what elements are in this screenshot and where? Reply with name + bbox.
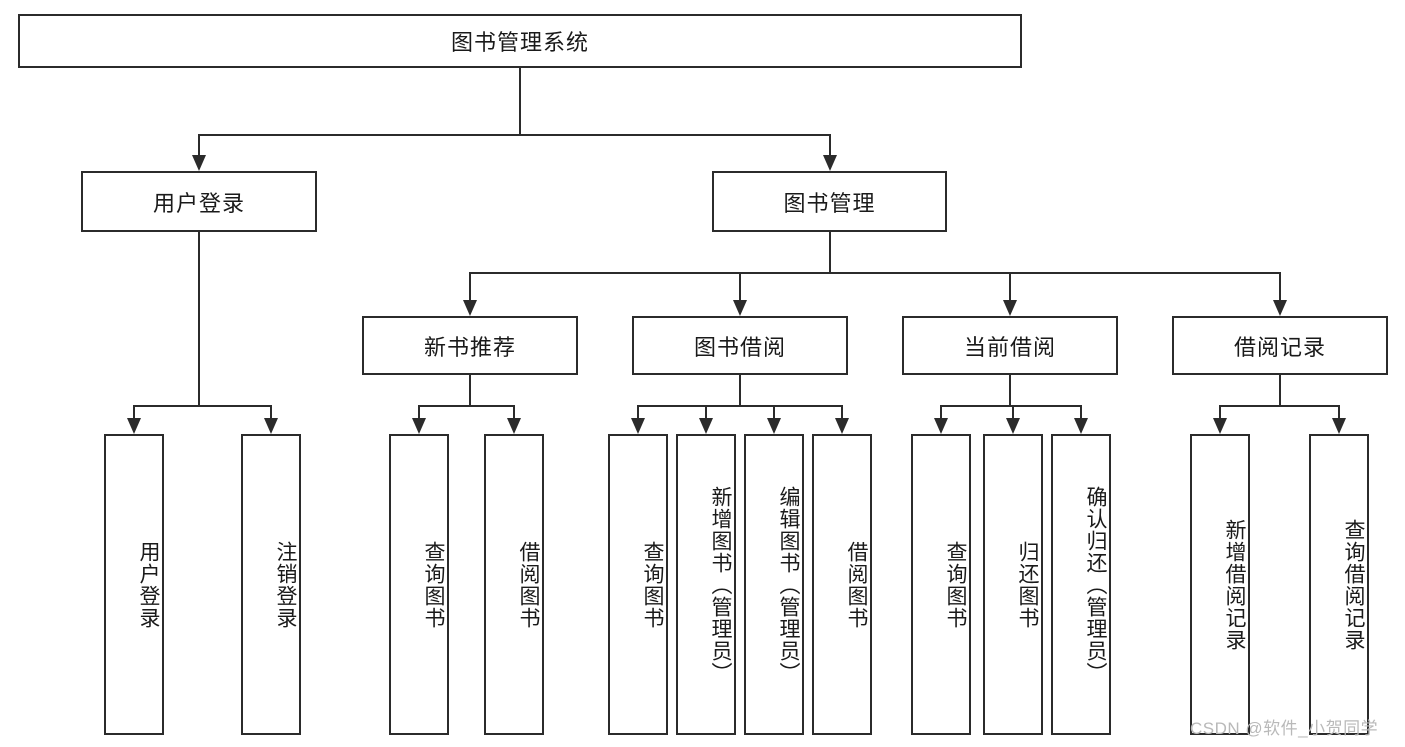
connector-line-horizontal — [1219, 405, 1340, 407]
arrowhead-icon — [1074, 418, 1088, 434]
arrowhead-icon — [507, 418, 521, 434]
node-label: 编辑图书（管理员） — [777, 485, 800, 684]
csdn-watermark: CSDN @软件_小贺同学 — [1190, 719, 1379, 738]
node-book-manage[interactable]: 图书管理 — [712, 171, 947, 232]
arrowhead-icon — [1273, 300, 1287, 316]
connector-line-horizontal — [418, 405, 515, 407]
node-label: 确认归还（管理员） — [1084, 485, 1107, 684]
node-leaf-add-record[interactable]: 新增借阅记录 — [1190, 434, 1250, 735]
node-label: 图书管理系统 — [450, 30, 589, 55]
node-label: 借阅记录 — [1233, 334, 1326, 360]
node-leaf-user-logout[interactable]: 注销登录 — [241, 434, 301, 735]
node-leaf-query-book-3[interactable]: 查询图书 — [911, 434, 971, 735]
arrowhead-icon — [934, 418, 948, 434]
connector-line-vertical — [198, 232, 200, 405]
connector-line-vertical — [270, 405, 272, 420]
connector-line-vertical — [940, 405, 942, 420]
arrowhead-icon — [1213, 418, 1227, 434]
connector-line-vertical — [637, 405, 639, 420]
arrowhead-icon — [1006, 418, 1020, 434]
node-label: 新增借阅记录 — [1223, 518, 1246, 651]
arrowhead-icon — [1003, 300, 1017, 316]
connector-line-horizontal — [940, 405, 1082, 407]
arrowhead-icon — [463, 300, 477, 316]
connector-line-vertical — [773, 405, 775, 420]
node-user-login[interactable]: 用户登录 — [81, 171, 317, 232]
node-label: 新增图书（管理员） — [709, 485, 732, 684]
node-label: 查询图书 — [944, 540, 967, 629]
node-leaf-query-book-1[interactable]: 查询图书 — [389, 434, 449, 735]
node-leaf-query-record[interactable]: 查询借阅记录 — [1309, 434, 1369, 735]
arrowhead-icon — [1332, 418, 1346, 434]
node-leaf-query-book-2[interactable]: 查询图书 — [608, 434, 668, 735]
node-label: 用户登录 — [137, 540, 160, 629]
connector-line-vertical — [1080, 405, 1082, 420]
connector-line-vertical — [1219, 405, 1221, 420]
node-label: 当前借阅 — [963, 334, 1056, 360]
node-leaf-user-login[interactable]: 用户登录 — [104, 434, 164, 735]
node-label: 归还图书 — [1016, 540, 1039, 629]
node-book-borrow[interactable]: 图书借阅 — [632, 316, 848, 375]
connector-line-horizontal — [198, 134, 831, 136]
connector-line-vertical — [133, 405, 135, 420]
connector-line-vertical — [828, 232, 831, 272]
arrowhead-icon — [412, 418, 426, 434]
node-borrow-record[interactable]: 借阅记录 — [1172, 316, 1388, 375]
node-leaf-add-book[interactable]: 新增图书（管理员） — [676, 434, 736, 735]
connector-line-vertical — [828, 134, 831, 157]
connector-line-vertical — [1009, 375, 1011, 405]
connector-line-vertical — [705, 405, 707, 420]
node-label: 借阅图书 — [845, 540, 868, 629]
connector-line-vertical — [1012, 405, 1014, 420]
node-leaf-return-book[interactable]: 归还图书 — [983, 434, 1043, 735]
arrowhead-icon — [264, 418, 278, 434]
connector-line-vertical — [1009, 272, 1011, 302]
arrowhead-icon — [835, 418, 849, 434]
arrowhead-icon — [127, 418, 141, 434]
node-new-book-recommend[interactable]: 新书推荐 — [362, 316, 578, 375]
node-current-borrow[interactable]: 当前借阅 — [902, 316, 1118, 375]
connector-line-vertical — [198, 134, 200, 157]
connector-line-vertical — [418, 405, 420, 420]
connector-line-horizontal — [637, 405, 843, 407]
node-label: 用户登录 — [152, 190, 245, 216]
node-leaf-borrow-book-2[interactable]: 借阅图书 — [812, 434, 872, 735]
arrowhead-icon — [631, 418, 645, 434]
connector-line-vertical — [469, 272, 471, 302]
node-leaf-edit-book[interactable]: 编辑图书（管理员） — [744, 434, 804, 735]
connector-line-vertical — [1279, 272, 1281, 302]
arrowhead-icon — [733, 300, 747, 316]
connector-line-vertical — [841, 405, 843, 420]
connector-line-vertical — [469, 375, 471, 405]
connector-line-vertical — [519, 68, 521, 134]
node-label: 借阅图书 — [517, 540, 540, 629]
connector-line-vertical — [1338, 405, 1340, 420]
arrowhead-icon — [822, 155, 837, 171]
node-root[interactable]: 图书管理系统 — [18, 14, 1022, 68]
node-label: 注销登录 — [274, 540, 297, 629]
node-label: 图书管理 — [783, 190, 876, 216]
arrowhead-icon — [192, 155, 206, 171]
connector-line-horizontal — [469, 272, 1281, 274]
node-label: 图书借阅 — [693, 334, 786, 360]
connector-line-vertical — [513, 405, 515, 420]
connector-line-vertical — [739, 375, 741, 405]
arrowhead-icon — [699, 418, 713, 434]
connector-line-vertical — [1279, 375, 1281, 405]
node-leaf-borrow-book-1[interactable]: 借阅图书 — [484, 434, 544, 735]
node-label: 新书推荐 — [423, 334, 516, 360]
connector-line-vertical — [739, 272, 741, 302]
node-label: 查询图书 — [641, 540, 664, 629]
node-label: 查询借阅记录 — [1342, 518, 1365, 651]
connector-line-horizontal — [133, 405, 272, 407]
node-label: 查询图书 — [422, 540, 445, 629]
node-leaf-confirm-return[interactable]: 确认归还（管理员） — [1051, 434, 1111, 735]
arrowhead-icon — [767, 418, 781, 434]
